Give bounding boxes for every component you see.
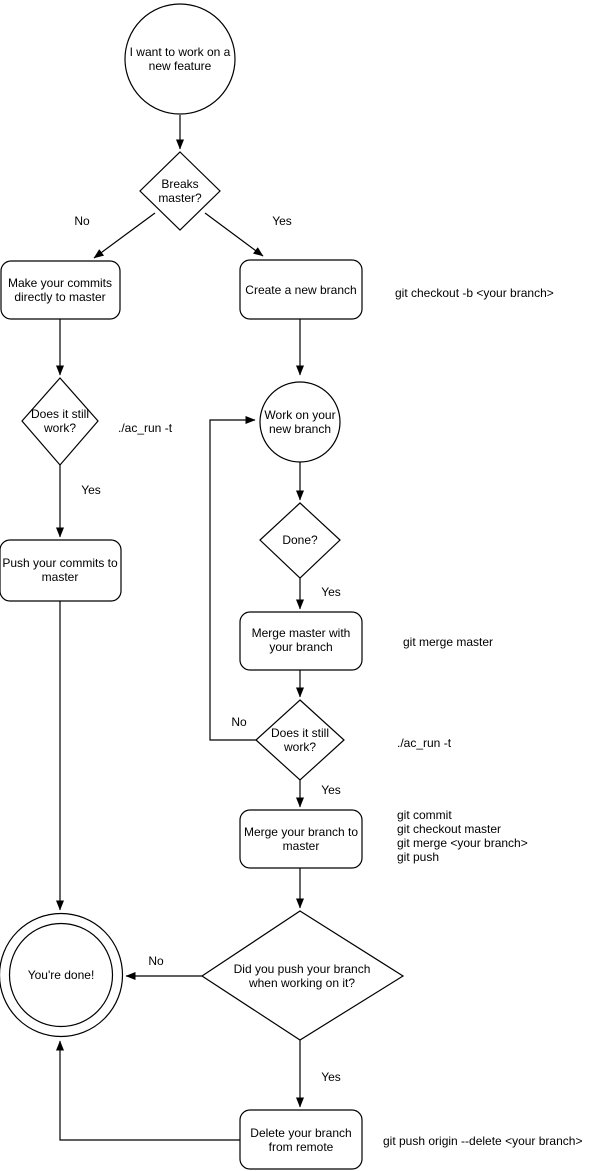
does-it-work-1-decision xyxy=(21,377,99,466)
annotation-merge-block: git commit git checkout master git merge… xyxy=(397,808,528,864)
delete-branch-node xyxy=(239,1109,363,1170)
work-branch-node xyxy=(259,381,341,463)
merge-master-node xyxy=(239,611,363,671)
annotation-merge-block-line-1: git commit xyxy=(397,808,452,822)
edge-label-work1-yes: Yes xyxy=(81,483,101,497)
edge-label-push-no: No xyxy=(148,954,164,968)
edge-label-still2-yes: Yes xyxy=(321,783,341,797)
edge-label-breaks-no: No xyxy=(74,214,90,228)
breaks-master-decision xyxy=(139,151,221,231)
edge-work2-no-loop xyxy=(209,416,257,741)
did-you-push-decision xyxy=(200,910,405,1041)
annotation-delete-cmd: git push origin --delete <your branch> xyxy=(383,1134,583,1148)
annotation-merge-block-line-4: git push xyxy=(397,850,440,864)
annotation-merge-block-line-2: git checkout master xyxy=(397,822,502,836)
edge-label-still2-no: No xyxy=(231,715,247,729)
done-decision xyxy=(259,502,341,579)
does-it-work-2-decision xyxy=(255,699,345,781)
annotation-ac-run-2: ./ac_run -t xyxy=(397,736,452,750)
edge-breaks-no xyxy=(93,212,156,259)
annotation-checkout-cmd: git checkout -b <your branch> xyxy=(395,286,554,300)
make-commits-node xyxy=(0,260,121,320)
merge-branch-node xyxy=(239,809,363,869)
push-commits-node xyxy=(0,539,122,602)
edge-label-done-yes: Yes xyxy=(321,585,341,599)
edge-breaks-yes xyxy=(204,212,264,257)
annotation-merge-block-line-3: git merge <your branch> xyxy=(397,836,528,850)
annotation-ac-run-1: ./ac_run -t xyxy=(118,421,173,435)
edge-label-breaks-yes: Yes xyxy=(272,214,292,228)
create-branch-node xyxy=(239,259,363,320)
start-node xyxy=(124,3,236,115)
done-end-node-inner xyxy=(8,922,114,1028)
edge-label-push-yes: Yes xyxy=(321,1070,341,1084)
annotation-merge-master-cmd: git merge master xyxy=(403,635,494,649)
edge-delete-to-done xyxy=(56,1040,240,1141)
